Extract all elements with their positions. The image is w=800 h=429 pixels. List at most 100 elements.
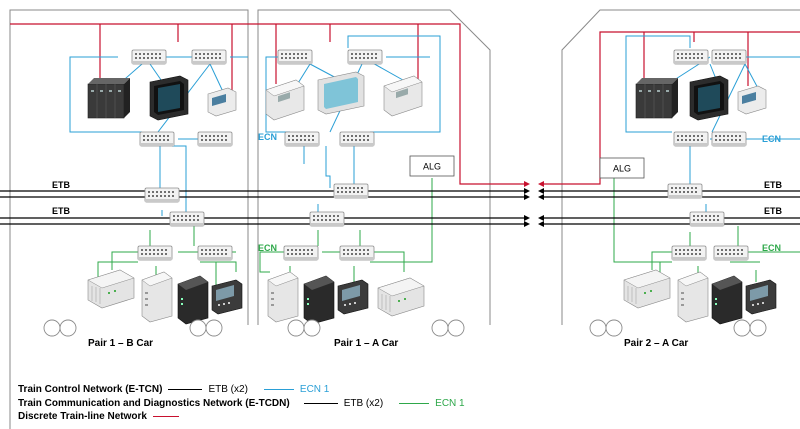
wheel-icon xyxy=(749,319,767,337)
car-outline-pair1-a xyxy=(257,9,491,325)
wheel-icon xyxy=(287,319,305,337)
etb-label: ETB xyxy=(764,206,783,216)
car-outlines xyxy=(9,9,800,429)
switch-icon xyxy=(144,187,180,203)
network-labels: ETB ETB ETB ETB ECN ECN ECN ECN xyxy=(52,132,783,253)
plc-icon xyxy=(87,77,131,119)
switch-icon xyxy=(333,183,369,199)
legend-ecn-label: ECN 1 xyxy=(299,384,330,395)
switch-icon xyxy=(689,211,725,227)
hmi-icon xyxy=(149,75,189,121)
wheel-icon xyxy=(189,319,207,337)
controller-icon xyxy=(177,275,209,325)
wheel-icon xyxy=(733,319,751,337)
legend-row-etcdn: Train Communication and Diagnostics Netw… xyxy=(18,397,465,411)
hmi-icon xyxy=(317,71,365,115)
legend: Train Control Network (E-TCN) ETB (x2) E… xyxy=(18,383,465,424)
alg-label: ALG xyxy=(423,162,441,172)
wheel-icon xyxy=(431,319,449,337)
etb-label: ETB xyxy=(52,206,71,216)
switch-icon xyxy=(671,245,707,261)
etb-buses xyxy=(0,190,800,225)
control-devices xyxy=(87,71,767,121)
legend-etb-label: ETB (x2) xyxy=(208,384,248,395)
wheel-icon xyxy=(447,319,465,337)
legend-etb-label: ETB (x2) xyxy=(343,397,384,409)
switch-icon xyxy=(667,183,703,199)
io-rack-icon xyxy=(87,269,135,309)
etb-label: ETB xyxy=(52,180,71,190)
ecn-label: ECN xyxy=(258,243,277,253)
wheel-icon xyxy=(59,319,77,337)
wheel-icon xyxy=(43,319,61,337)
wheel-icon xyxy=(303,319,321,337)
alg-gateway: ALG xyxy=(599,157,645,179)
legend-ecn-label: ECN 1 xyxy=(435,397,465,409)
switch-icon xyxy=(191,49,227,65)
switch-icon xyxy=(283,245,319,261)
switch-icon xyxy=(284,131,320,147)
train-line-swatch xyxy=(152,416,179,418)
car-title-pair1-a: Pair 1 – A Car xyxy=(334,338,398,349)
hmi-icon xyxy=(745,279,777,315)
etb-arrowheads xyxy=(524,188,544,227)
ecn-line-swatch xyxy=(263,389,294,391)
legend-name: Train Communication and Diagnostics Netw… xyxy=(18,397,290,409)
legend-name: Train Control Network (E-TCN) xyxy=(18,384,163,395)
legend-row-discrete: Discrete Train-line Network xyxy=(18,410,465,424)
controller-icon xyxy=(677,271,709,323)
hmi-icon xyxy=(337,279,369,315)
switch-icon xyxy=(711,131,747,147)
legend-row-etcn: Train Control Network (E-TCN) ETB (x2) E… xyxy=(18,383,465,397)
wheel-icon xyxy=(605,319,623,337)
wheel-icon xyxy=(205,319,223,337)
etb-line-swatch xyxy=(303,402,338,404)
switch-icon xyxy=(197,245,233,261)
switch-icon xyxy=(137,245,173,261)
ecn-label: ECN xyxy=(762,243,781,253)
switch-icon xyxy=(309,211,345,227)
ecn-diagnostics-links xyxy=(97,178,800,288)
wheels xyxy=(43,319,767,337)
switch-icon xyxy=(711,49,747,65)
etb-line-swatch xyxy=(168,389,203,391)
controller-icon xyxy=(737,85,767,115)
switch-icon xyxy=(339,131,375,147)
switch-icon xyxy=(197,131,233,147)
car-title-pair2-a: Pair 2 – A Car xyxy=(624,338,688,349)
discrete-train-line xyxy=(10,23,800,187)
switch-icon xyxy=(339,245,375,261)
switch-icon xyxy=(169,211,205,227)
ecn-line-swatch xyxy=(399,402,430,404)
controller-icon xyxy=(207,87,237,117)
controller-icon xyxy=(141,271,173,323)
controller-icon xyxy=(265,79,305,121)
switch-icon xyxy=(673,131,709,147)
switch-icon xyxy=(131,49,167,65)
switch-icon xyxy=(139,131,175,147)
alg-gateway: ALG xyxy=(409,155,455,177)
wheel-icon xyxy=(589,319,607,337)
etb-label: ETB xyxy=(764,180,783,190)
controller-icon xyxy=(303,275,335,325)
legend-name: Discrete Train-line Network xyxy=(18,411,147,422)
switch-icon xyxy=(277,49,313,65)
car-title-pair1-b: Pair 1 – B Car xyxy=(88,338,153,349)
alg-label: ALG xyxy=(613,164,631,174)
plc-icon xyxy=(635,77,679,119)
ecn-label: ECN xyxy=(762,134,781,144)
switch-icon xyxy=(673,49,709,65)
controller-icon xyxy=(711,275,743,325)
io-rack-icon xyxy=(623,269,671,309)
hmi-icon xyxy=(689,75,729,121)
io-rack-icon xyxy=(377,277,425,317)
diagnostic-devices xyxy=(87,269,777,325)
controller-icon xyxy=(267,271,299,323)
switch-icon xyxy=(347,49,383,65)
ecn-label: ECN xyxy=(258,132,277,142)
car-outline-pair2-a xyxy=(561,9,800,325)
switch-icon xyxy=(713,245,749,261)
hmi-icon xyxy=(211,279,243,315)
